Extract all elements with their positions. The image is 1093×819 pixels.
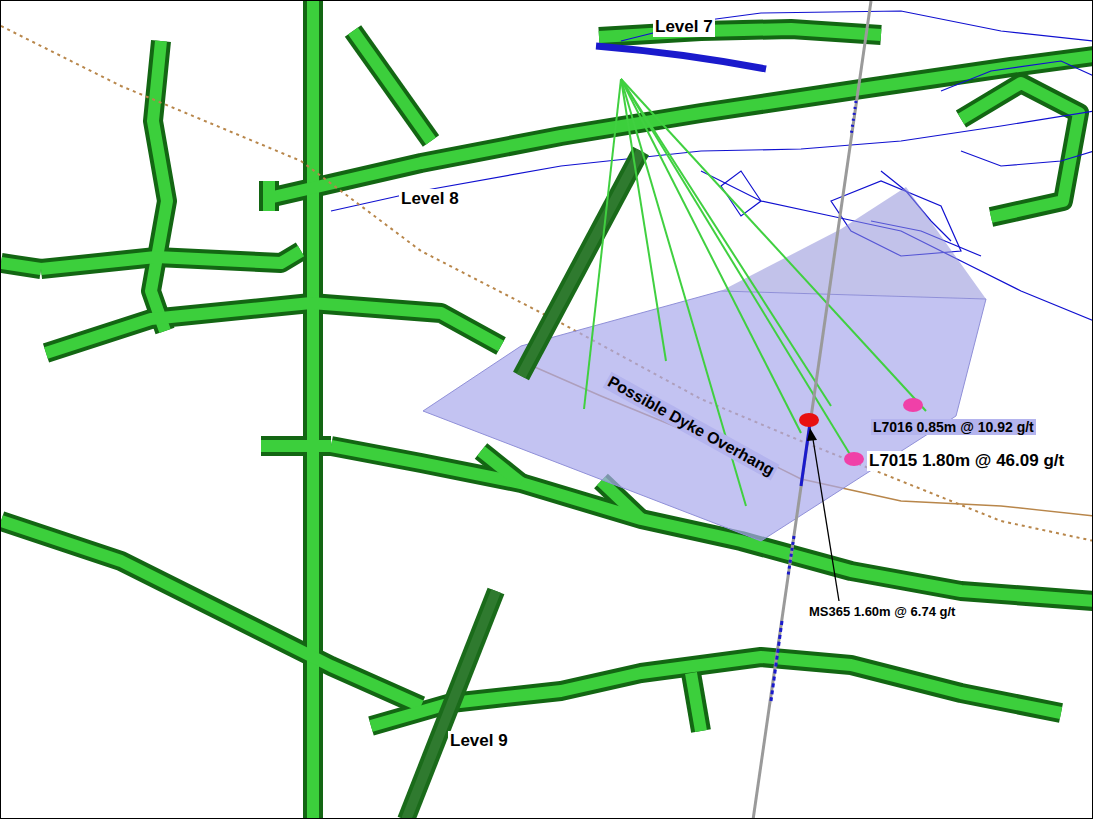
level-label: Level 8 (399, 189, 461, 209)
drill-hole (621, 79, 801, 433)
assay-interval (771, 621, 782, 701)
intercept-label: L7016 0.85m @ 10.92 g/t (871, 419, 1036, 435)
drill-hole (621, 79, 926, 411)
ramp (521, 151, 641, 376)
intercept-label: L7015 1.80m @ 46.09 g/t (867, 451, 1066, 471)
tunnel (41, 251, 301, 269)
assay-interval (788, 536, 794, 576)
tunnel (961, 83, 1079, 217)
intercept-dot (799, 413, 819, 427)
tunnel (353, 31, 431, 141)
leader-line (812, 433, 839, 601)
leader-arrowhead (807, 428, 817, 441)
level-label: Level 7 (653, 17, 715, 37)
tunnel (1, 521, 421, 706)
tunnel (46, 303, 501, 353)
drill-hole-ms365 (753, 1, 871, 819)
ramp (521, 151, 641, 376)
ramp (406, 591, 496, 819)
intercept-dot (844, 452, 864, 466)
tunnel (961, 83, 1079, 217)
survey-outlines (331, 11, 1093, 321)
tunnel (41, 251, 301, 269)
tunnel (151, 41, 167, 331)
assay-interval (851, 101, 856, 136)
ramp (406, 591, 496, 819)
tunnel (353, 31, 431, 141)
shaft (307, 1, 319, 819)
tunnel (261, 440, 331, 452)
survey-line (621, 11, 1093, 41)
survey-line (941, 61, 1093, 166)
tunnel (481, 451, 521, 483)
intercept-dot (903, 398, 923, 412)
tunnel (1, 263, 41, 269)
level-label: Level 9 (448, 731, 510, 751)
ore-plane (721, 187, 986, 299)
tunnel (691, 673, 701, 731)
ramp (406, 151, 641, 819)
ramp-top (406, 151, 641, 819)
shaft (303, 1, 323, 819)
tunnel (1, 521, 421, 706)
ore-plane (423, 291, 986, 541)
blue-drive (596, 46, 766, 69)
tunnel (1, 263, 41, 269)
intercept-label: MS365 1.60m @ 6.74 g/t (807, 605, 957, 620)
survey-line (331, 111, 1093, 211)
tunnel (691, 673, 701, 731)
drill-fan (584, 79, 926, 506)
tunnel (263, 181, 275, 211)
drill-hole (584, 79, 621, 409)
tunnel (151, 41, 167, 331)
tunnel (261, 436, 331, 456)
dyke-contact-dotted (1, 26, 1093, 541)
tunnel (46, 303, 501, 353)
drill-hole (621, 79, 831, 406)
